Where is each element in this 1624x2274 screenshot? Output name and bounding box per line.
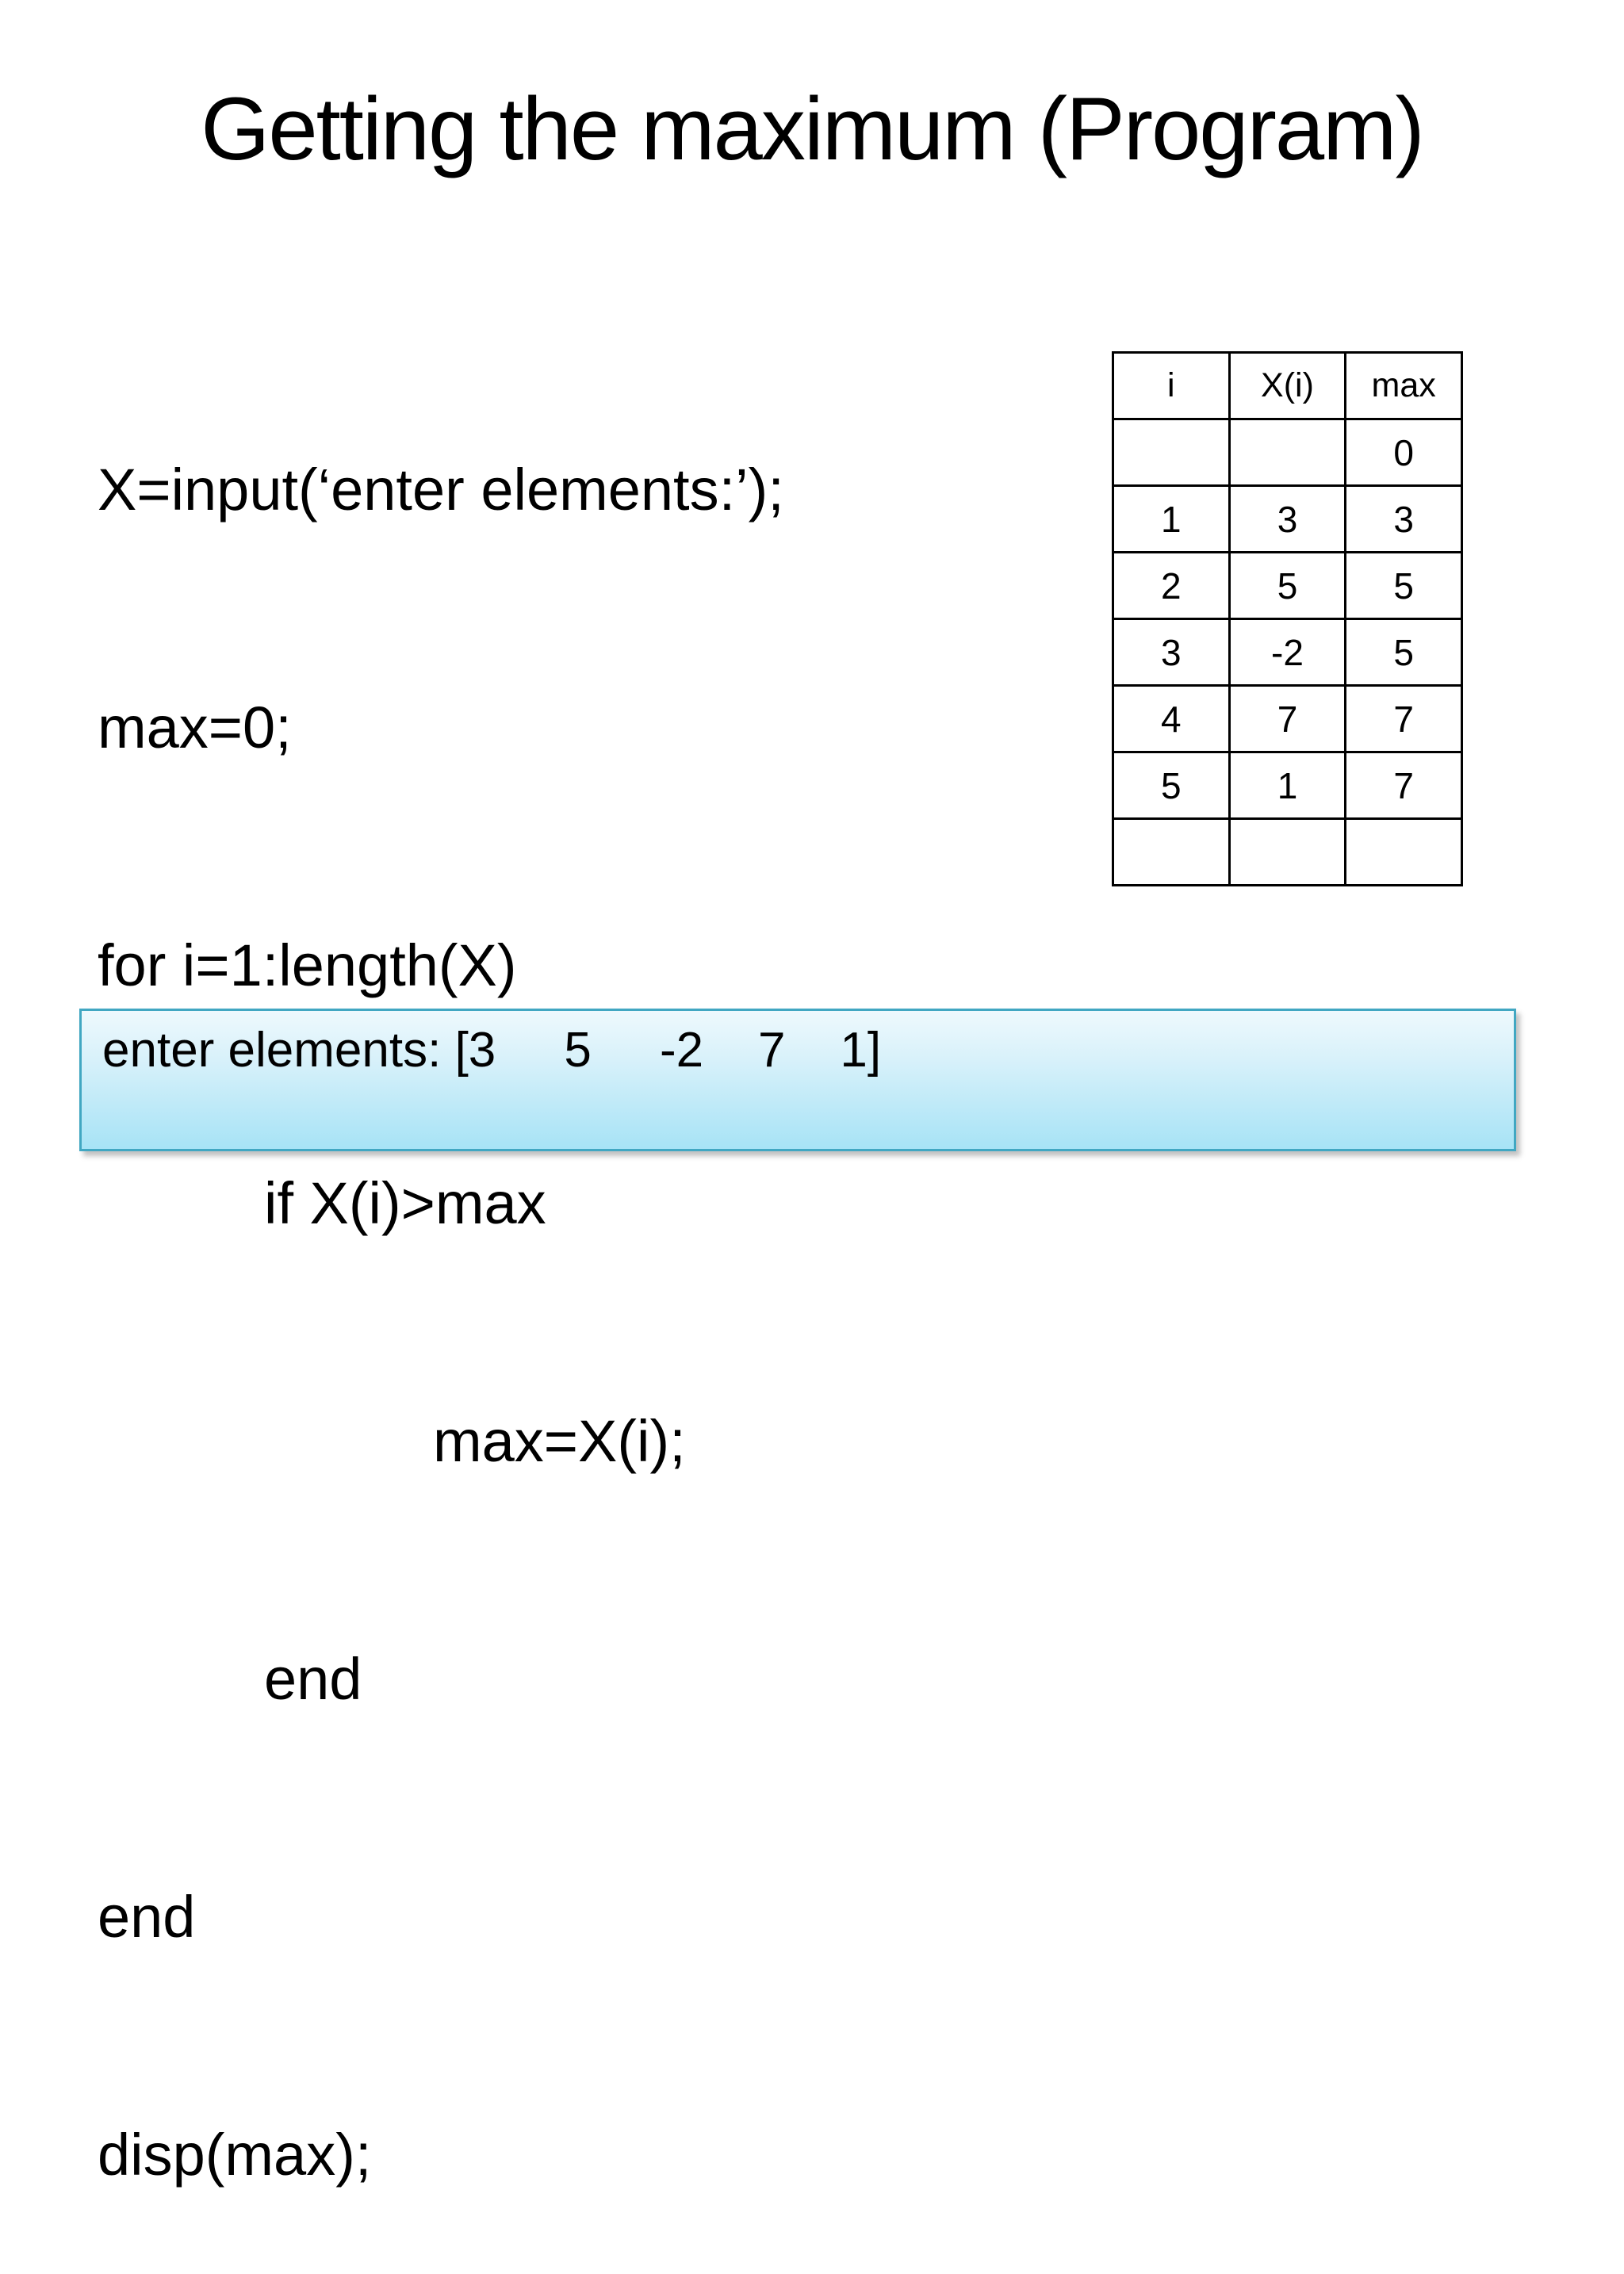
table-cell: 5: [1344, 551, 1463, 620]
table-row: 2 5 5: [1112, 551, 1463, 620]
table-cell: 7: [1228, 684, 1347, 753]
table-cell: 0: [1344, 418, 1463, 487]
table-cell: [1344, 817, 1463, 886]
table-cell: 7: [1344, 684, 1463, 753]
code-line: end: [264, 1646, 362, 1712]
code-line: disp(max);: [98, 2122, 372, 2188]
table-header-max: max: [1344, 351, 1463, 420]
table-cell: [1112, 817, 1231, 886]
code-line: end: [98, 1884, 196, 1950]
code-line: for i=1:length(X): [98, 932, 517, 998]
table-cell: 7: [1344, 751, 1463, 820]
code-line: max=0;: [98, 695, 292, 760]
table-header-i: i: [1112, 351, 1231, 420]
table-cell: 5: [1228, 551, 1347, 620]
code-block: X=input(‘enter elements:’); max=0; for i…: [98, 292, 784, 2274]
table-cell: 5: [1344, 618, 1463, 687]
console-output-box: enter elements: [3 5 -2 7 1]: [79, 1009, 1516, 1151]
code-line: X=input(‘enter elements:’);: [98, 457, 784, 523]
table-cell: 3: [1344, 484, 1463, 553]
table-row: 3 -2 5: [1112, 618, 1463, 687]
table-header-xi: X(i): [1228, 351, 1347, 420]
table-cell: 1: [1112, 484, 1231, 553]
table-cell: -2: [1228, 618, 1347, 687]
trace-table-header-row: i X(i) max: [1112, 351, 1463, 420]
table-cell: [1228, 817, 1347, 886]
table-row: 5 1 7: [1112, 751, 1463, 820]
console-output-text: enter elements: [3 5 -2 7 1]: [102, 1023, 882, 1078]
table-row: 1 3 3: [1112, 484, 1463, 553]
code-line: max=X(i);: [433, 1408, 686, 1474]
table-cell: 4: [1112, 684, 1231, 753]
table-row: 4 7 7: [1112, 684, 1463, 753]
trace-table: i X(i) max 0 1 3 3 2 5 5 3 -2 5 4 7 7: [1112, 351, 1463, 886]
table-cell: [1112, 418, 1231, 487]
table-cell: 5: [1112, 751, 1231, 820]
table-row: 0: [1112, 418, 1463, 487]
table-cell: 3: [1112, 618, 1231, 687]
page-title: Getting the maximum (Program): [201, 79, 1425, 178]
table-cell: [1228, 418, 1347, 487]
table-cell: 3: [1228, 484, 1347, 553]
table-row: [1112, 817, 1463, 886]
table-cell: 1: [1228, 751, 1347, 820]
table-cell: 2: [1112, 551, 1231, 620]
code-line: if X(i)>max: [264, 1170, 546, 1236]
